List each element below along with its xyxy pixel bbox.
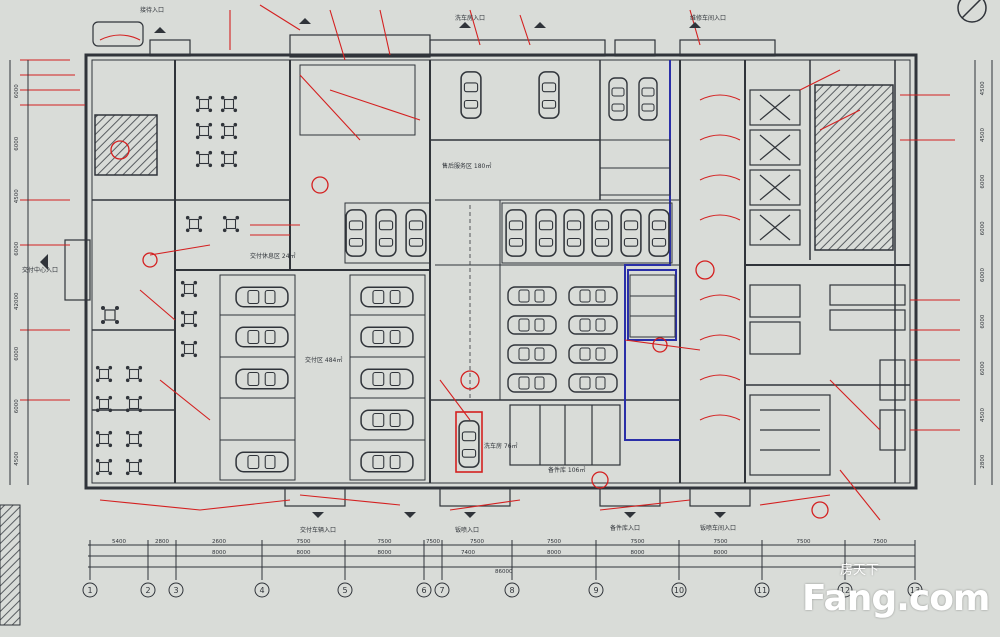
dimension-middle: 7400 — [461, 550, 475, 556]
axis-bubble — [671, 582, 687, 598]
dimension-vertical: 6000 — [14, 399, 20, 413]
axis-bubble — [254, 582, 270, 598]
entrance-label-6: 钣喷入口 — [455, 526, 479, 534]
parked-car-outside — [92, 21, 144, 47]
axis-bubble — [337, 582, 353, 598]
dimension-top: 7500 — [426, 539, 440, 545]
dimension-vertical: 6000 — [14, 346, 20, 360]
watermark: 房天下 Fang.com — [802, 559, 990, 619]
entrance-arrow-icons — [154, 18, 726, 518]
dimension-top: 2800 — [155, 539, 169, 545]
room-label-service-reception: 售后服务区 180㎡ — [442, 162, 491, 170]
axis-label: 5 — [342, 586, 347, 595]
room-label-parts-storage: 备件库 106㎡ — [548, 466, 585, 474]
dimension-vertical: 6000 — [14, 84, 20, 98]
dimension-middle: 8000 — [212, 550, 226, 556]
dimension-top: 7500 — [631, 539, 645, 545]
axis-bubble — [837, 582, 853, 598]
entrance-label-2: 维修车间入口 — [690, 14, 726, 22]
room-label-wash-room: 洗车房 76㎡ — [484, 442, 518, 450]
dimension-middle: 8000 — [714, 550, 728, 556]
blue-partition — [624, 60, 680, 441]
dimension-vertical: 4500 — [980, 128, 986, 142]
axis-bubble — [416, 582, 432, 598]
axis-label: 12 — [840, 586, 850, 595]
axis-label: 11 — [757, 586, 767, 595]
room-label-delivery-lounge: 交付休息区 24㎡ — [250, 252, 296, 260]
axis-bubble — [168, 582, 184, 598]
axis-label: 3 — [173, 586, 178, 595]
wash-bay-marker — [455, 411, 483, 473]
left-dimension-chain — [9, 60, 29, 485]
bottom-dimension-chain — [88, 544, 915, 568]
axis-label: 7 — [439, 586, 444, 595]
hatched-core-left — [94, 114, 158, 176]
dimension-top: 7500 — [297, 539, 311, 545]
axis-label: 2 — [145, 586, 150, 595]
axis-bubble — [140, 582, 156, 598]
dimension-vertical: 42000 — [14, 292, 20, 310]
right-dimension-chain — [974, 60, 993, 485]
dimension-total: 86000 — [495, 569, 513, 575]
dimension-top: 7500 — [797, 539, 811, 545]
dimension-vertical: 4500 — [14, 451, 20, 465]
dimension-top: 7500 — [547, 539, 561, 545]
entrance-label-0: 接待入口 — [140, 6, 164, 14]
axis-bubble — [434, 582, 450, 598]
entrance-label-1: 交付车辆入口 — [300, 526, 336, 534]
dimension-vertical: 6000 — [14, 241, 20, 255]
axis-label: 8 — [509, 586, 514, 595]
entrance-canopies — [64, 34, 776, 507]
dimension-top: 2600 — [212, 539, 226, 545]
delivery-bays — [219, 64, 676, 481]
entrance-label-4: 备件库入口 — [610, 524, 640, 532]
hatched-core-right — [814, 84, 894, 251]
dimension-top: 7500 — [873, 539, 887, 545]
watermark-brand: Fang.com — [802, 578, 990, 619]
axis-label: 10 — [674, 586, 684, 595]
dimension-vertical: 6000 — [980, 221, 986, 235]
dimension-vertical: 6000 — [980, 361, 986, 375]
left-entrance-arrow-icon — [40, 254, 48, 270]
dimension-vertical: 4500 — [14, 189, 20, 203]
dimension-top: 7500 — [378, 539, 392, 545]
dimension-middle: 8000 — [631, 550, 645, 556]
watermark-top-text: 房天下 — [840, 563, 880, 578]
axis-bubble — [754, 582, 770, 598]
axis-label: 9 — [593, 586, 598, 595]
room-label-delivery-area: 交付区 484㎡ — [305, 356, 342, 364]
axis-label: 1 — [87, 586, 92, 595]
dimension-top: 7500 — [714, 539, 728, 545]
axis-label: 6 — [421, 586, 426, 595]
dimension-vertical: 6000 — [980, 268, 986, 282]
axis-bubble — [82, 582, 98, 598]
dimension-vertical: 6000 — [980, 174, 986, 188]
red-cloud-markers — [110, 140, 829, 519]
axis-label: 4 — [259, 586, 264, 595]
axis-bubble — [907, 582, 923, 598]
dimension-vertical: 4500 — [980, 408, 986, 422]
dimension-middle: 8000 — [547, 550, 561, 556]
red-annotations — [20, 4, 960, 521]
dimension-vertical: 6000 — [980, 314, 986, 328]
axis-label: 13 — [910, 586, 920, 595]
axis-bubble — [588, 582, 604, 598]
dimension-vertical: 6000 — [14, 136, 20, 150]
building-walls — [84, 53, 918, 490]
axis-bubble — [504, 582, 520, 598]
edge-hatch-strip — [0, 504, 21, 626]
left-entrance-label: 交付中心入口 — [22, 266, 58, 274]
dimension-vertical: 2800 — [980, 454, 986, 468]
dimension-middle: 8000 — [378, 550, 392, 556]
entrance-label-3: 洗车房入口 — [455, 14, 485, 22]
dimension-middle: 8000 — [297, 550, 311, 556]
entrance-label-5: 钣喷车间入口 — [700, 524, 736, 532]
service-lifts — [509, 89, 906, 476]
dimension-vertical: 4500 — [980, 81, 986, 95]
dimension-top: 5400 — [112, 539, 126, 545]
north-arrow-icon — [957, 0, 987, 23]
dimension-top: 7500 — [470, 539, 484, 545]
